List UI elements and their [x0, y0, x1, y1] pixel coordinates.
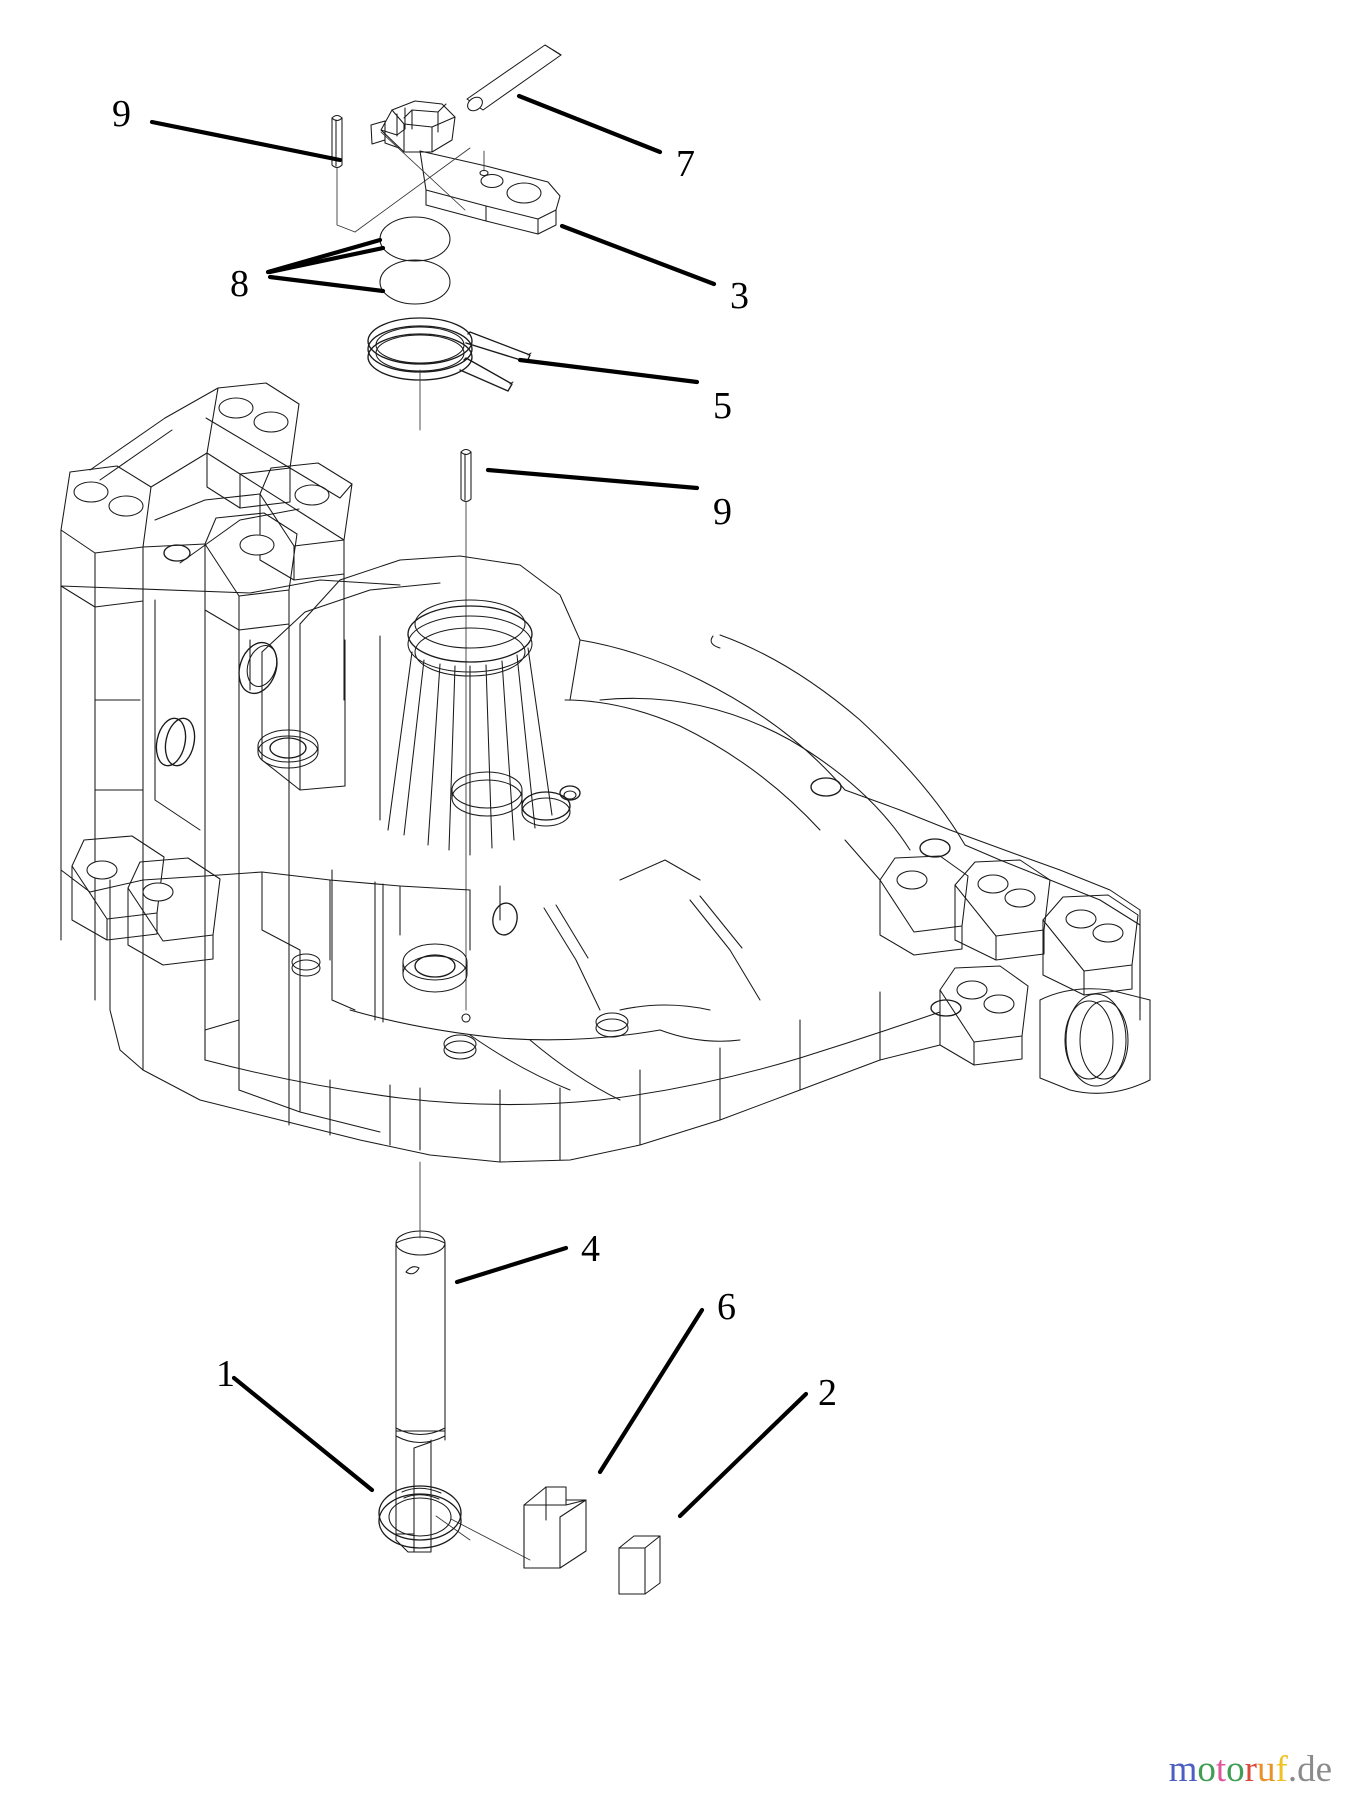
leader-line-1 [231, 1375, 375, 1493]
leader-line-8-branch-2 [267, 274, 386, 294]
leader-lines [149, 93, 809, 1519]
leader-line-6 [597, 1307, 705, 1475]
watermark-letter: f [1275, 1749, 1288, 1790]
callout-c4: 4 [581, 1228, 600, 1270]
leader-line-5 [517, 357, 700, 385]
watermark-letter: o [1197, 1749, 1216, 1790]
motoruf-watermark: motoruf.de [1169, 1751, 1332, 1788]
watermark-letter: u [1256, 1749, 1276, 1790]
callout-c3: 3 [730, 275, 749, 317]
part-key-small [618, 1535, 661, 1595]
leader-line-7 [516, 93, 663, 155]
part-transaxle-housing [60, 382, 1151, 1163]
callout-c7: 7 [676, 143, 695, 185]
part-roll-pin-upper [331, 114, 356, 233]
callout-c2: 2 [818, 1372, 837, 1414]
part-roll-pin-lower [460, 448, 472, 1023]
leader-line-3 [559, 223, 717, 287]
callout-c6: 6 [717, 1286, 736, 1328]
part-shift-rod [466, 44, 562, 112]
part-retaining-ring [378, 1485, 462, 1549]
watermark-letter: o [1226, 1749, 1245, 1790]
watermark-letters: motoruf [1169, 1749, 1288, 1790]
leader-line-9 [149, 119, 343, 163]
callout-c1: 1 [216, 1353, 235, 1395]
leader-line-8-branch-1 [267, 245, 386, 275]
part-shaft [395, 1161, 531, 1561]
watermark-suffix: .de [1287, 1749, 1332, 1790]
leader-line-2 [677, 1391, 809, 1519]
leader-line-4 [454, 1245, 569, 1285]
callout-c5: 5 [713, 385, 732, 427]
leader-line-9 [485, 467, 700, 491]
callout-c8: 8 [230, 263, 249, 305]
watermark-letter: t [1215, 1749, 1227, 1790]
part-torsion-spring [367, 317, 532, 431]
part-shift-arm [354, 100, 561, 235]
part-o-rings [379, 216, 451, 305]
watermark-letter: r [1244, 1749, 1257, 1790]
part-key-large [523, 1486, 587, 1569]
watermark-letter: m [1168, 1749, 1198, 1790]
callout-c9b: 9 [713, 491, 732, 533]
callout-c9a: 9 [112, 93, 131, 135]
